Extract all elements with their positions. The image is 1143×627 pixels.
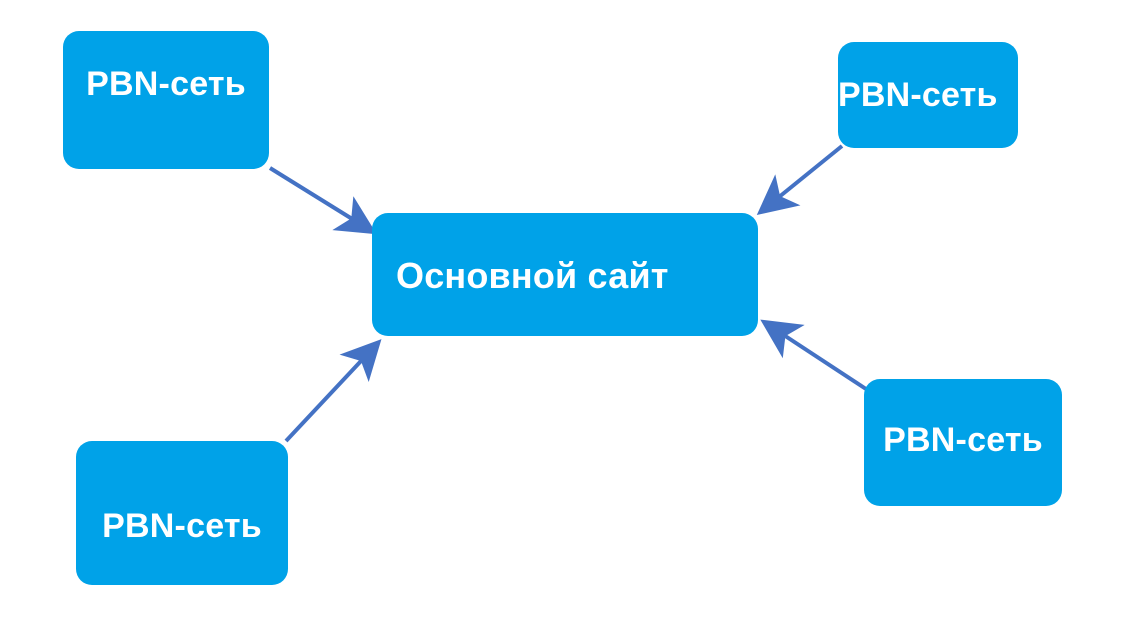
pbn-node-bottom-right: PBN-сеть	[864, 379, 1062, 506]
arrow-bottom-right-to-center	[760, 319, 868, 391]
arrow-top-right-to-center	[756, 144, 844, 216]
main-site-node: Основной сайт	[372, 213, 758, 336]
pbn-node-label: PBN-сеть	[883, 421, 1043, 459]
pbn-node-label: PBN-сеть	[86, 65, 246, 103]
pbn-node-label: PBN-сеть	[838, 76, 998, 114]
arrow-top-left-to-center	[268, 166, 377, 235]
pbn-node-label: PBN-сеть	[102, 507, 262, 545]
pbn-node-top-right: PBN-сеть	[838, 42, 1018, 148]
main-site-label: Основной сайт	[396, 255, 669, 296]
arrow-bottom-left-to-center	[284, 339, 382, 443]
pbn-node-top-left: PBN-сеть	[63, 31, 269, 169]
pbn-node-bottom-left: PBN-сеть	[76, 441, 288, 585]
